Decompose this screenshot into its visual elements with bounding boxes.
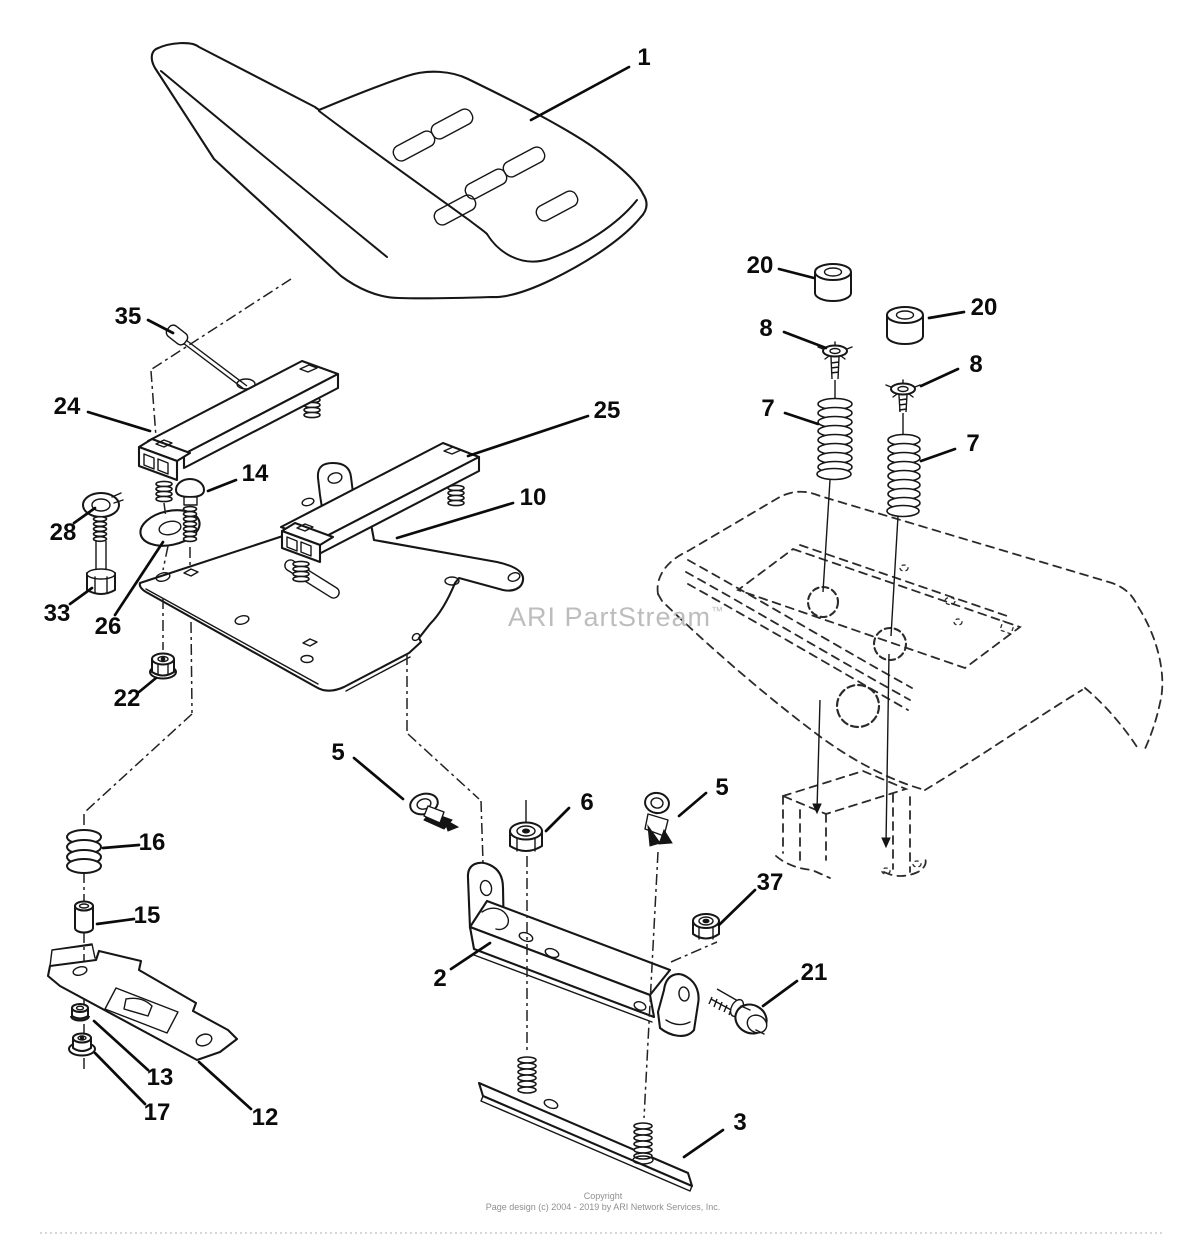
part-bushing-15 — [74, 900, 94, 934]
callout-20-10[interactable]: 20 — [747, 252, 774, 279]
part-flange-nut-17 — [68, 1032, 96, 1057]
callout-leader-8-13 — [919, 367, 960, 388]
part-spring-16 — [66, 829, 102, 874]
callout-leader-12-26 — [197, 1060, 253, 1111]
watermark: ARI PartStream™ — [508, 602, 724, 632]
part-latch-plate-12 — [46, 943, 239, 1062]
part-seat — [150, 42, 648, 300]
callout-3-27[interactable]: 3 — [733, 1109, 746, 1136]
callout-17-25[interactable]: 17 — [144, 1099, 171, 1126]
callout-leader-24-2 — [86, 410, 152, 433]
callout-14-4[interactable]: 14 — [242, 460, 269, 487]
part-clip-5-left — [409, 792, 460, 832]
part-rail-25 — [279, 441, 481, 583]
callout-leader-37-21 — [717, 888, 757, 927]
callout-leader-2-22 — [449, 941, 492, 971]
callout-leader-13-24 — [92, 1019, 150, 1072]
part-nut-37 — [692, 913, 720, 940]
callout-21-23[interactable]: 21 — [801, 959, 828, 986]
callout-28-6[interactable]: 28 — [50, 519, 77, 546]
callout-16-16[interactable]: 16 — [139, 829, 166, 856]
part-clip-5-right — [644, 791, 673, 847]
callout-leader-33-7 — [68, 586, 94, 606]
callout-2-22[interactable]: 2 — [433, 965, 446, 992]
part-bolt-8-right — [885, 379, 921, 434]
part-cap-20-left — [814, 263, 852, 302]
copyright-line2: Page design (c) 2004 - 2019 by ARI Netwo… — [486, 1202, 721, 1212]
part-bolt-8-left — [817, 341, 853, 400]
part-cap-20-right — [886, 306, 924, 345]
part-plate-3 — [477, 1056, 694, 1192]
callout-leader-25-3 — [466, 414, 590, 458]
seat-vents — [392, 108, 579, 226]
part-spring-7-left — [812, 397, 853, 815]
callout-25-3[interactable]: 25 — [594, 397, 621, 424]
callout-1-0[interactable]: 1 — [637, 44, 650, 71]
callout-26-8[interactable]: 26 — [95, 613, 122, 640]
part-rail-24 — [137, 359, 340, 503]
callout-leader-26-8 — [113, 540, 165, 617]
callout-leader-21-23 — [761, 979, 799, 1008]
callout-33-7[interactable]: 33 — [44, 600, 71, 627]
part-bolt-21 — [708, 988, 768, 1035]
callout-leader-28-6 — [72, 506, 97, 525]
callout-leader-7-15 — [919, 447, 957, 463]
callout-7-15[interactable]: 7 — [966, 430, 979, 457]
callout-20-11[interactable]: 20 — [971, 294, 998, 321]
callout-8-12[interactable]: 8 — [759, 315, 772, 342]
part-bolt-33 — [86, 515, 116, 595]
callout-6-19[interactable]: 6 — [580, 789, 593, 816]
centerline-seat — [150, 278, 292, 438]
copyright-line1: Copyright — [584, 1191, 623, 1201]
part-bracket-2 — [466, 861, 700, 1037]
callout-12-26[interactable]: 12 — [252, 1104, 279, 1131]
callout-8-13[interactable]: 8 — [969, 351, 982, 378]
part-carriage-bolt-14 — [175, 478, 205, 543]
callout-leader-22-9 — [137, 676, 158, 694]
callout-leader-35-1 — [146, 318, 175, 335]
callout-leader-8-12 — [782, 330, 828, 350]
callout-leader-20-10 — [777, 267, 816, 280]
part-nut-6 — [509, 800, 543, 852]
centerlines-left — [83, 502, 484, 1072]
callout-15-17[interactable]: 15 — [134, 902, 161, 929]
callout-leader-5-18 — [352, 756, 405, 801]
part-pin-35 — [165, 324, 248, 390]
callout-leader-16-16 — [101, 843, 141, 850]
callout-22-9[interactable]: 22 — [114, 685, 141, 712]
callout-5-18[interactable]: 5 — [331, 739, 344, 766]
callout-5-20[interactable]: 5 — [715, 774, 728, 801]
callout-35-1[interactable]: 35 — [115, 303, 142, 330]
callout-leader-3-27 — [682, 1128, 725, 1159]
callout-leader-5-20 — [677, 791, 708, 818]
callout-leader-1-0 — [529, 65, 631, 122]
part-nut-13 — [70, 1003, 90, 1022]
callout-leader-14-4 — [206, 478, 238, 493]
callout-10-5[interactable]: 10 — [520, 484, 547, 511]
callout-24-2[interactable]: 24 — [54, 393, 81, 420]
callout-layer: 1 35 24 25 14 10 28 33 26 22 20 20 8 8 7 7 16 15 5 6 5 37 2 21 1… — [44, 44, 998, 1159]
callout-leader-6-19 — [544, 806, 571, 833]
callout-leader-17-25 — [93, 1051, 147, 1106]
part-nut-22 — [149, 652, 177, 680]
part-spring-7-right — [881, 433, 921, 849]
callout-leader-10-5 — [395, 501, 515, 540]
fender-bracket-ghost — [775, 770, 927, 879]
callout-leader-20-11 — [927, 310, 966, 320]
callout-leader-15-17 — [95, 917, 136, 926]
callout-37-21[interactable]: 37 — [757, 869, 784, 896]
callout-7-14[interactable]: 7 — [761, 395, 774, 422]
callout-leader-7-14 — [783, 411, 820, 426]
callout-13-24[interactable]: 13 — [147, 1064, 174, 1091]
part-seat-plate — [138, 497, 525, 692]
centerlines-bracket — [526, 851, 718, 1119]
fender-ghost — [656, 490, 1164, 879]
